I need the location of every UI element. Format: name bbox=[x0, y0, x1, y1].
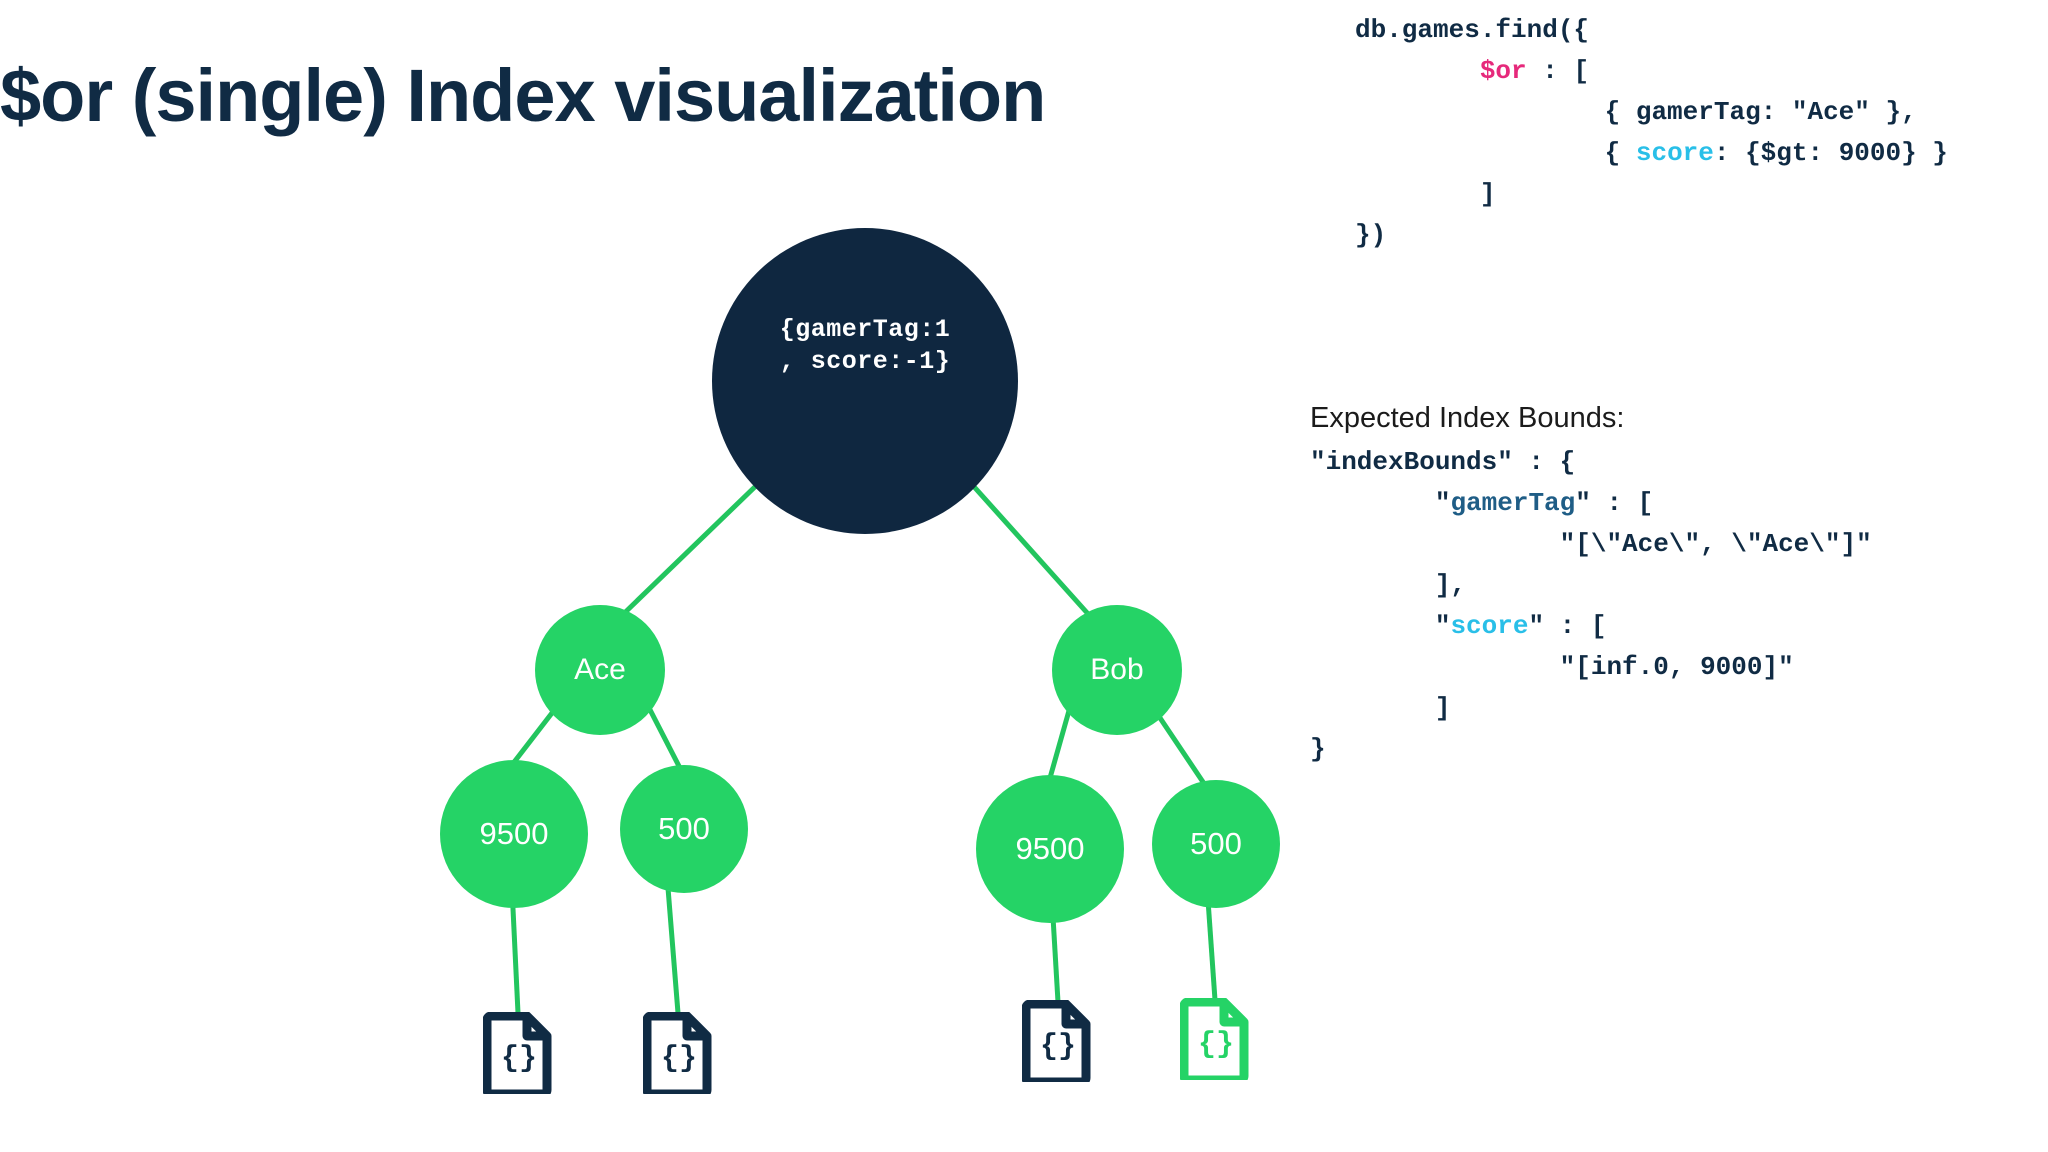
operator-or: $or bbox=[1479, 56, 1527, 86]
edge-ace-500 bbox=[642, 698, 685, 774]
tree-node-bob[interactable]: Bob bbox=[1052, 605, 1182, 735]
tree-node-ace-9500[interactable]: 9500 bbox=[440, 760, 588, 908]
tree-node-bob-9500[interactable]: 9500 bbox=[976, 775, 1124, 923]
expected-bounds-label: Expected Index Bounds: bbox=[1310, 402, 1625, 434]
svg-text:{}: {} bbox=[501, 1042, 537, 1076]
tree-edges bbox=[506, 478, 1218, 1014]
edge-500-doc4 bbox=[1205, 899, 1218, 1001]
code-paren-close: }) bbox=[1355, 220, 1387, 250]
array-close: ] bbox=[1434, 693, 1451, 723]
gamertag-bound-value: "[\"Ace\", \"Ace\"]" bbox=[1559, 529, 1872, 559]
quote-open-gamertag: " bbox=[1434, 488, 1451, 518]
gamertag-key-tail: " : [ bbox=[1575, 488, 1654, 518]
code-bracket-close: ] bbox=[1479, 179, 1496, 209]
score-bound-value: "[inf.0, 9000]" bbox=[1559, 652, 1794, 682]
edge-9500-doc1 bbox=[509, 887, 521, 1014]
edge-root-ace bbox=[610, 478, 764, 627]
tree-node-bob-500[interactable]: 500 bbox=[1152, 780, 1280, 908]
code-or-tail: : [ bbox=[1526, 56, 1590, 86]
document-icon-3[interactable]: {} bbox=[1021, 999, 1094, 1087]
tree-node-root[interactable]: {gamerTag:1 , score:-1} bbox=[712, 228, 1018, 534]
brace-close: } bbox=[1310, 734, 1326, 764]
code-panel: db.games.find({ $or : [ { gamerTag: "Ace… bbox=[1310, 0, 2048, 1152]
svg-text:{}: {} bbox=[1040, 1030, 1076, 1064]
quote-open-score: " bbox=[1434, 611, 1451, 641]
edge-500-doc2 bbox=[665, 887, 681, 1014]
document-icon-4-highlighted[interactable]: {} bbox=[1179, 997, 1252, 1085]
field-score: score bbox=[1635, 138, 1714, 168]
svg-text:{}: {} bbox=[661, 1042, 697, 1076]
index-bounds-code-block: "indexBounds" : { "gamerTag" : [ "[\"Ace… bbox=[1310, 442, 2030, 770]
tree-node-ace[interactable]: Ace bbox=[535, 605, 665, 735]
edge-root-bob bbox=[966, 478, 1100, 627]
tree-node-ace-500[interactable]: 500 bbox=[620, 765, 748, 893]
code-score-head: { bbox=[1604, 138, 1636, 168]
score-key-tail: " : [ bbox=[1528, 611, 1607, 641]
array-close-comma: ], bbox=[1434, 570, 1467, 600]
code-line-gamertag: { gamerTag: "Ace" }, bbox=[1604, 97, 1917, 127]
code-indexbounds-open: "indexBounds" : { bbox=[1310, 447, 1576, 477]
field-gamertag: gamerTag bbox=[1450, 488, 1576, 518]
edge-bob-9500 bbox=[1045, 699, 1075, 786]
code-line-find: db.games.find({ bbox=[1355, 15, 1590, 45]
code-score-tail: : {$gt: 9000} } bbox=[1713, 138, 1948, 168]
svg-text:{}: {} bbox=[1198, 1028, 1234, 1062]
document-icon-1[interactable]: {} bbox=[482, 1011, 555, 1099]
page-title: $or (single) Index visualization bbox=[0, 54, 1046, 137]
document-icon-2[interactable]: {} bbox=[642, 1011, 715, 1099]
index-tree-diagram: {gamerTag:1 , score:-1} Ace Bob 9500 500… bbox=[440, 228, 1280, 1099]
field-score-bounds: score bbox=[1450, 611, 1529, 641]
query-code-block: db.games.find({ $or : [ { gamerTag: "Ace… bbox=[1355, 10, 2015, 256]
